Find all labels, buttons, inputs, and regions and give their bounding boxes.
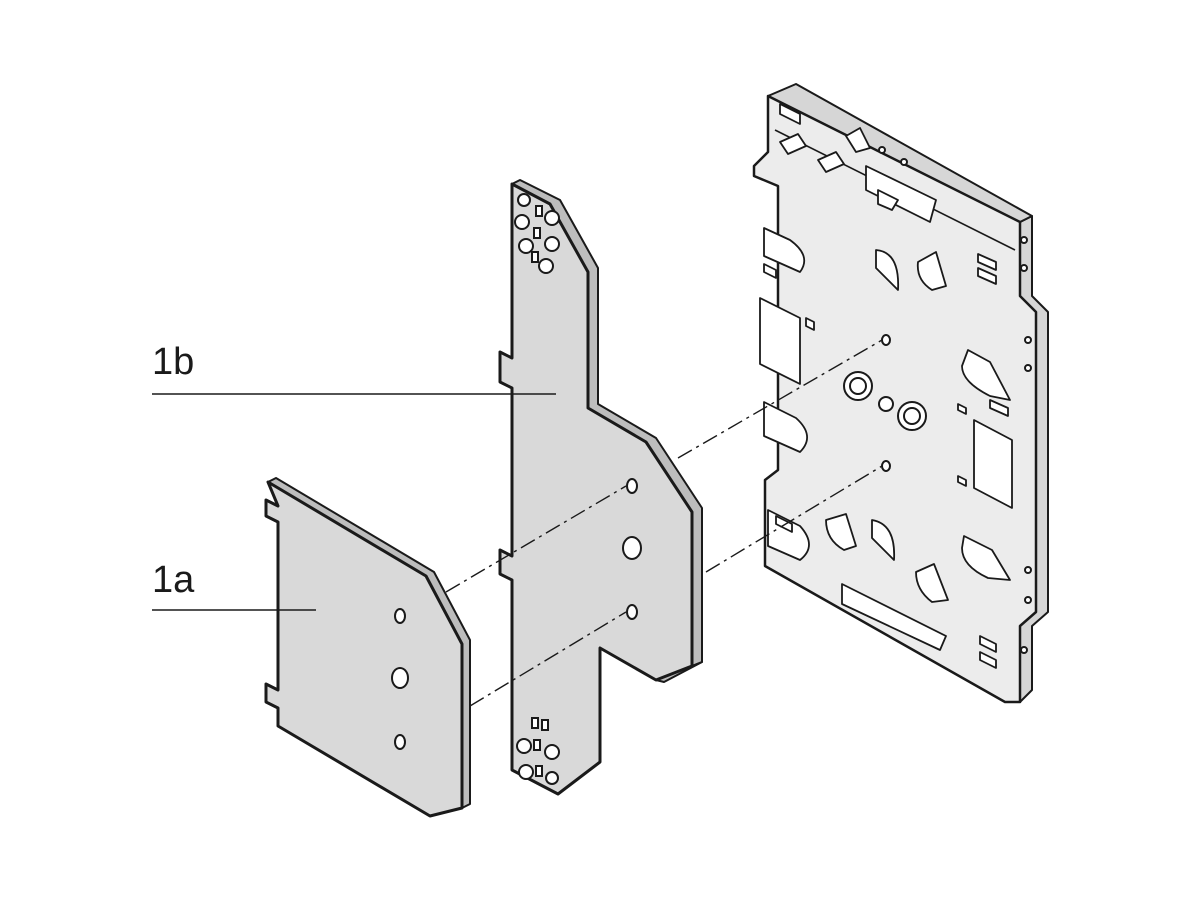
plate-1b <box>498 179 703 796</box>
tray-boss-inner <box>849 377 867 395</box>
tray-cutout <box>875 249 899 291</box>
tray-side-hole <box>1020 264 1028 272</box>
label-1b: 1b <box>152 341 194 383</box>
assembly-line <box>445 485 627 593</box>
tray-side-hole <box>1020 646 1028 654</box>
plate-1b-hole <box>514 214 530 230</box>
tray-small-slot <box>989 399 1009 417</box>
tray-slot <box>961 349 1011 401</box>
tray-pin-hole <box>900 158 908 166</box>
tray-rim-slot <box>845 127 871 153</box>
plate-1b-hole <box>518 238 534 254</box>
tray-window <box>973 419 1013 509</box>
plate-1b-hole <box>518 764 534 780</box>
plate-1b-hole <box>544 210 560 226</box>
tray-side-hole <box>1024 336 1032 344</box>
tray-clip <box>877 189 899 211</box>
plate-1b-hole <box>544 236 560 252</box>
assembly-line <box>469 611 627 707</box>
tray-side-hole <box>1024 364 1032 372</box>
plate-1a-mount-hole <box>394 608 406 624</box>
tray-slot <box>961 535 1011 581</box>
callout-1b: 1b <box>152 341 556 395</box>
plate-1b-slot <box>531 717 539 729</box>
plate-1b-hole <box>538 258 554 274</box>
tray-side-hole <box>1024 566 1032 574</box>
plate-1b-hole <box>516 738 532 754</box>
plate-1b-face <box>498 182 694 796</box>
tray-mount-hole <box>881 334 891 346</box>
tray-small-slot <box>805 317 815 331</box>
plate-1b-slot <box>535 205 543 217</box>
plate-1b-hole <box>545 771 559 785</box>
tray-boss-inner <box>903 407 921 425</box>
callout-1a: 1a <box>152 559 316 611</box>
tray-side-hole <box>1024 596 1032 604</box>
tray-cutout <box>825 513 857 551</box>
tray-slot <box>763 227 806 273</box>
plate-1b-slot <box>535 765 543 777</box>
tray-cutout <box>916 251 947 291</box>
tray-small-slot <box>957 475 967 487</box>
tray-cutout <box>871 519 895 561</box>
tray-side-hole <box>1020 236 1028 244</box>
plate-1a <box>264 477 471 818</box>
assembly-line <box>705 465 883 573</box>
plate-1b-mount-hole <box>626 604 638 620</box>
tray-clip <box>865 165 937 223</box>
plate-1b-hole <box>517 193 531 207</box>
tray-window <box>759 297 801 385</box>
plate-1b-center-hole <box>622 536 642 560</box>
tray-pin-hole <box>878 146 886 154</box>
plate-1b-mount-hole <box>626 478 638 494</box>
tray-small-slot <box>763 263 777 279</box>
plate-1b-slot <box>541 719 549 731</box>
tray-small-slot <box>979 635 997 653</box>
plate-1a-mount-hole <box>394 734 406 750</box>
tray-small-slot <box>977 253 997 271</box>
tray-rim-slot <box>779 103 801 125</box>
tray-small-slot <box>977 267 997 285</box>
plate-1b-slot <box>531 251 539 263</box>
tray-small-slot <box>979 651 997 669</box>
tray-clip <box>841 583 947 651</box>
assembly-lines <box>445 339 883 707</box>
tray-small-slot <box>775 515 793 533</box>
plate-1b-slot <box>533 227 541 239</box>
label-1a: 1a <box>152 559 195 601</box>
plate-1b-hole <box>544 744 560 760</box>
tray-center-hole <box>878 396 894 412</box>
splice-tray <box>752 83 1049 704</box>
tray-slot <box>763 401 808 453</box>
tray-cutout <box>915 563 949 603</box>
plate-1a-center-hole <box>391 667 409 689</box>
tray-cutout <box>817 151 845 173</box>
tray-cutout <box>779 133 807 155</box>
plate-1b-slot <box>533 739 541 751</box>
plate-1a-face <box>264 480 464 818</box>
tray-small-slot <box>957 403 967 415</box>
tray-mount-hole <box>881 460 891 472</box>
assembly-line <box>677 339 883 459</box>
